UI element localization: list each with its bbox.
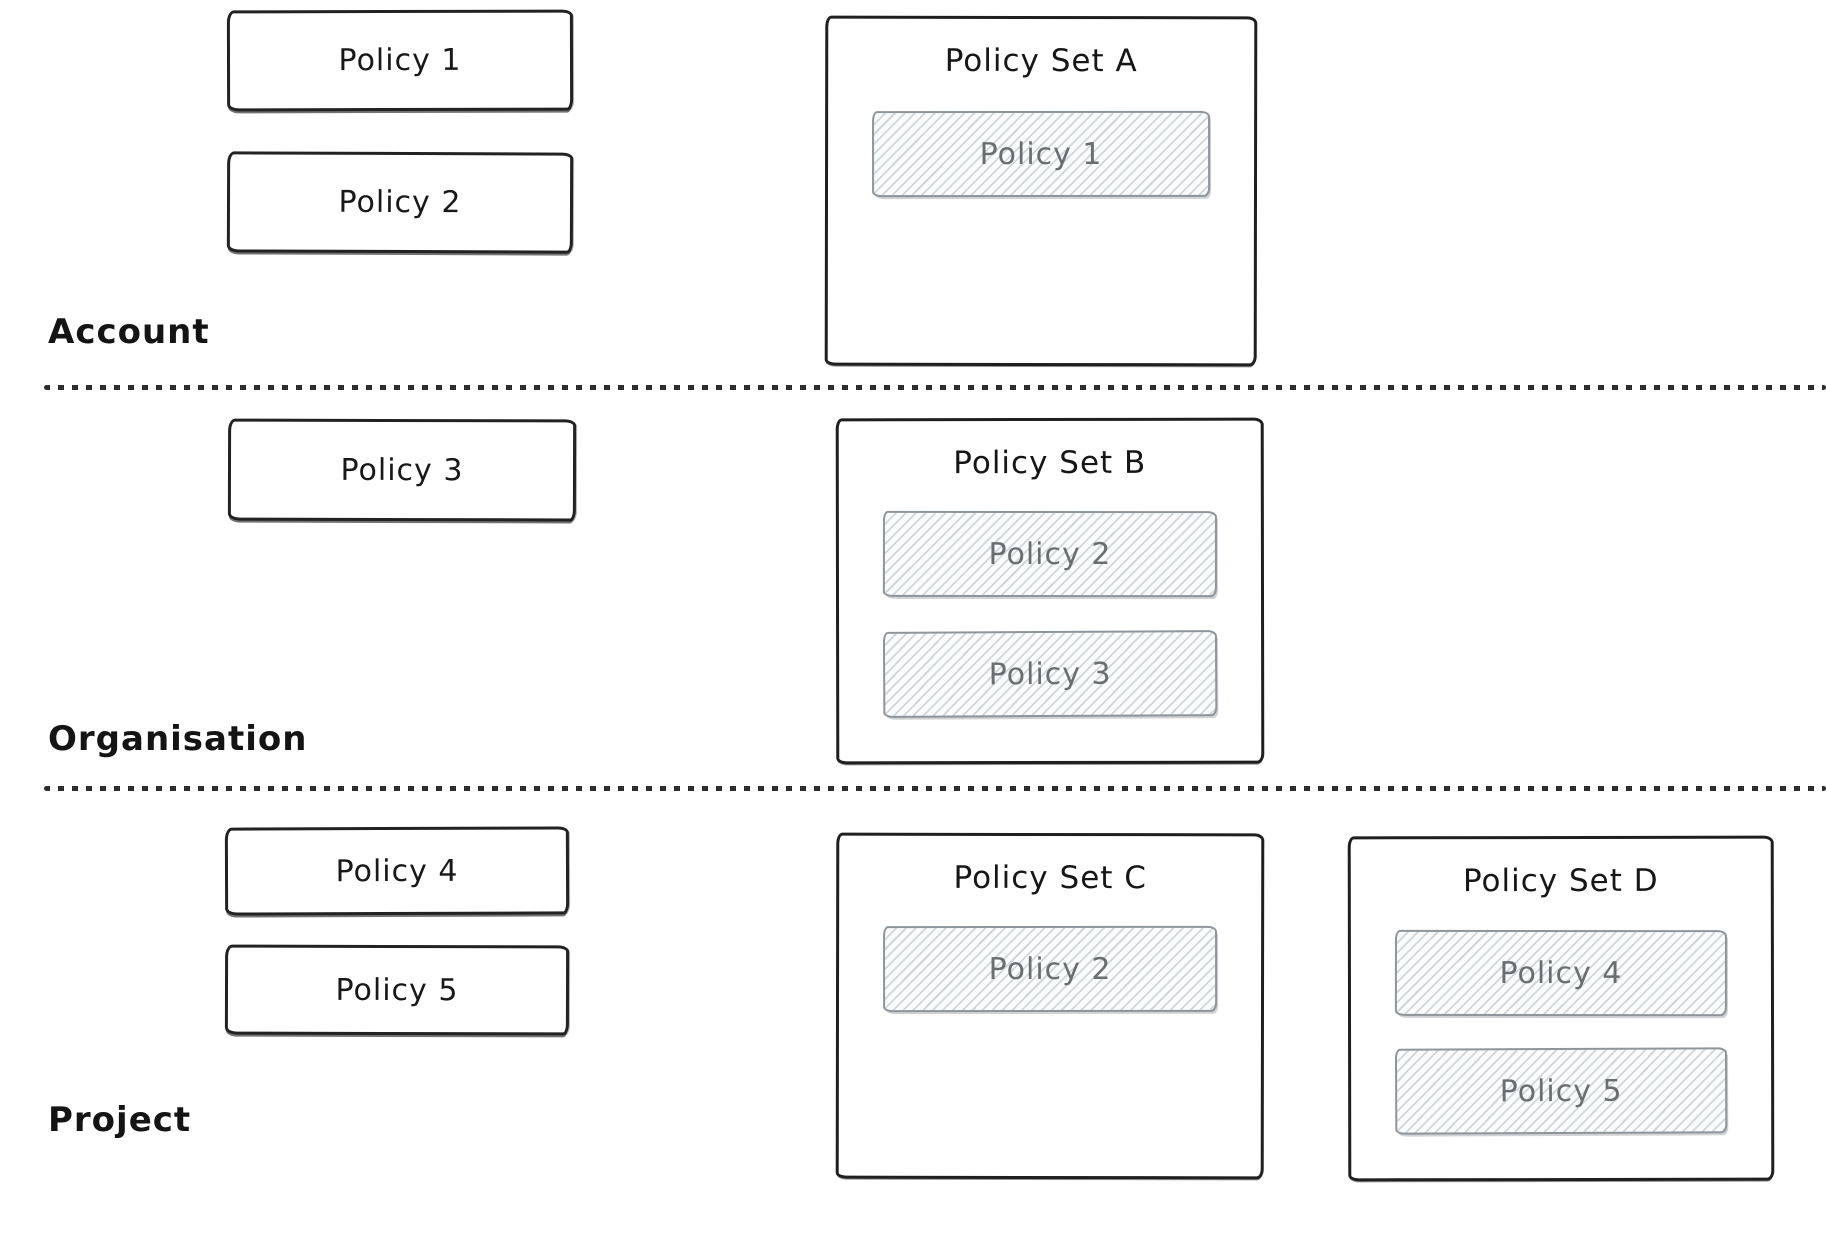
policy-set-member-policy-1: Policy 1 <box>872 110 1211 198</box>
policy-set-member-label: Policy 2 <box>988 536 1112 572</box>
policy-set-d: Policy Set D Policy 4 Policy 5 <box>1347 835 1775 1182</box>
policy-box-label: Policy 3 <box>340 452 464 488</box>
policy-set-b: Policy Set B Policy 2 Policy 3 <box>835 417 1265 765</box>
policy-box-policy-2: Policy 2 <box>226 151 574 254</box>
section-label-organisation: Organisation <box>48 719 308 759</box>
policy-box-policy-1: Policy 1 <box>226 9 574 112</box>
policy-box-policy-4: Policy 4 <box>224 826 570 916</box>
policy-set-member-label: Policy 1 <box>979 136 1103 172</box>
policy-set-member-label: Policy 3 <box>988 656 1112 692</box>
section-label-project: Project <box>48 1100 192 1140</box>
policy-set-member-policy-2: Policy 2 <box>883 925 1218 1013</box>
policy-set-member-label: Policy 5 <box>1499 1073 1623 1109</box>
policy-box-policy-3: Policy 3 <box>227 418 577 522</box>
policy-box-policy-5: Policy 5 <box>224 944 570 1036</box>
policy-set-member-label: Policy 2 <box>988 951 1112 987</box>
policy-box-label: Policy 4 <box>335 853 459 889</box>
policy-set-member-policy-4: Policy 4 <box>1394 929 1727 1017</box>
policy-box-label: Policy 5 <box>335 972 459 1008</box>
section-divider <box>44 786 1826 791</box>
policy-set-title: Policy Set C <box>953 859 1147 897</box>
policy-set-title: Policy Set B <box>953 444 1147 482</box>
policy-set-member-policy-5: Policy 5 <box>1394 1047 1728 1135</box>
policy-set-title: Policy Set A <box>944 42 1138 80</box>
policy-set-c: Policy Set C Policy 2 <box>835 832 1265 1180</box>
section-label-account: Account <box>48 312 210 352</box>
policy-box-label: Policy 2 <box>338 184 462 221</box>
policy-set-member-policy-3: Policy 3 <box>882 630 1218 718</box>
policy-set-member-policy-2: Policy 2 <box>882 510 1217 598</box>
section-divider <box>44 385 1826 390</box>
policy-set-a: Policy Set A Policy 1 <box>824 15 1258 367</box>
policy-set-title: Policy Set D <box>1462 862 1659 900</box>
policy-box-label: Policy 1 <box>338 42 462 79</box>
policy-set-member-label: Policy 4 <box>1499 955 1623 991</box>
